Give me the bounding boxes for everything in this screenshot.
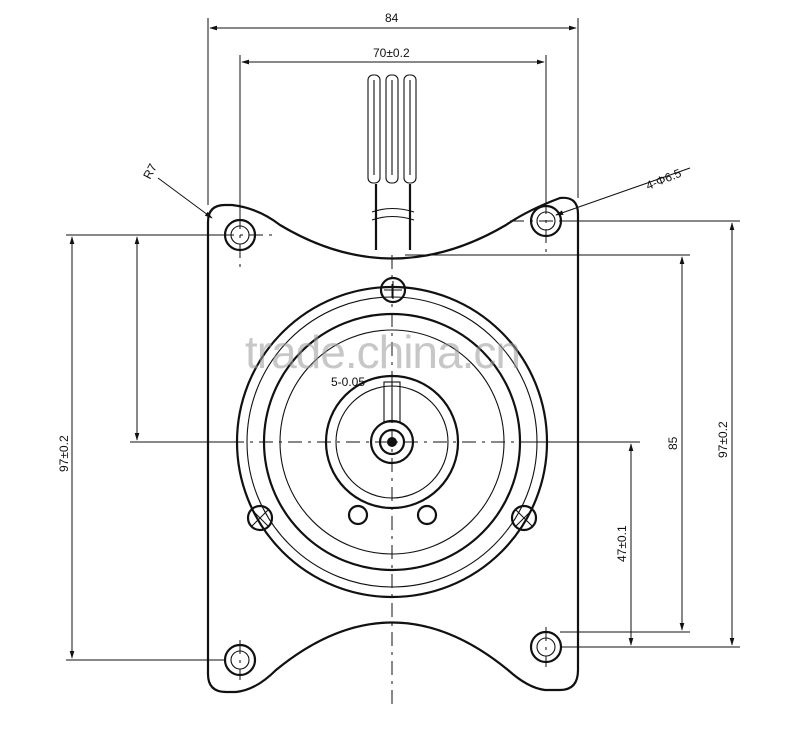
watermark: trade.china.cn bbox=[245, 326, 520, 378]
housing-screw-left bbox=[246, 504, 274, 532]
dimension-hole-spacing-text: 70±0.2 bbox=[373, 46, 410, 60]
dimension-lower-height-text: 47±0.1 bbox=[615, 525, 629, 562]
dimension-height-left-text: 97±0.2 bbox=[57, 435, 71, 472]
lead-wire-bundle bbox=[367, 74, 417, 250]
leader-mounting-holes bbox=[555, 167, 691, 216]
shaft-tolerance-text: 5-0.05 bbox=[331, 375, 365, 389]
mounting-plate-outline bbox=[206, 196, 580, 694]
dimension-height-right bbox=[562, 220, 740, 648]
dimension-height-left bbox=[66, 234, 225, 661]
dimension-hole-spacing bbox=[239, 55, 547, 218]
corner-radius-text: R7 bbox=[140, 161, 160, 181]
housing-screw-top bbox=[379, 276, 407, 304]
vent-hole-right bbox=[416, 504, 438, 526]
dimension-overall-width-text: 84 bbox=[385, 11, 399, 25]
vent-hole-left bbox=[347, 504, 369, 526]
leader-corner-radius bbox=[157, 177, 213, 219]
housing-screw-right bbox=[510, 504, 538, 532]
dimension-center-height bbox=[405, 254, 690, 633]
dimension-lower-height bbox=[530, 441, 640, 648]
dimension-overall-width bbox=[207, 18, 579, 205]
mounting-holes-text: 4-Φ6.5 bbox=[644, 166, 684, 193]
dimension-inner-left bbox=[130, 236, 230, 443]
dimension-center-height-text: 85 bbox=[666, 436, 680, 450]
dimension-height-right-text: 97±0.2 bbox=[716, 421, 730, 458]
